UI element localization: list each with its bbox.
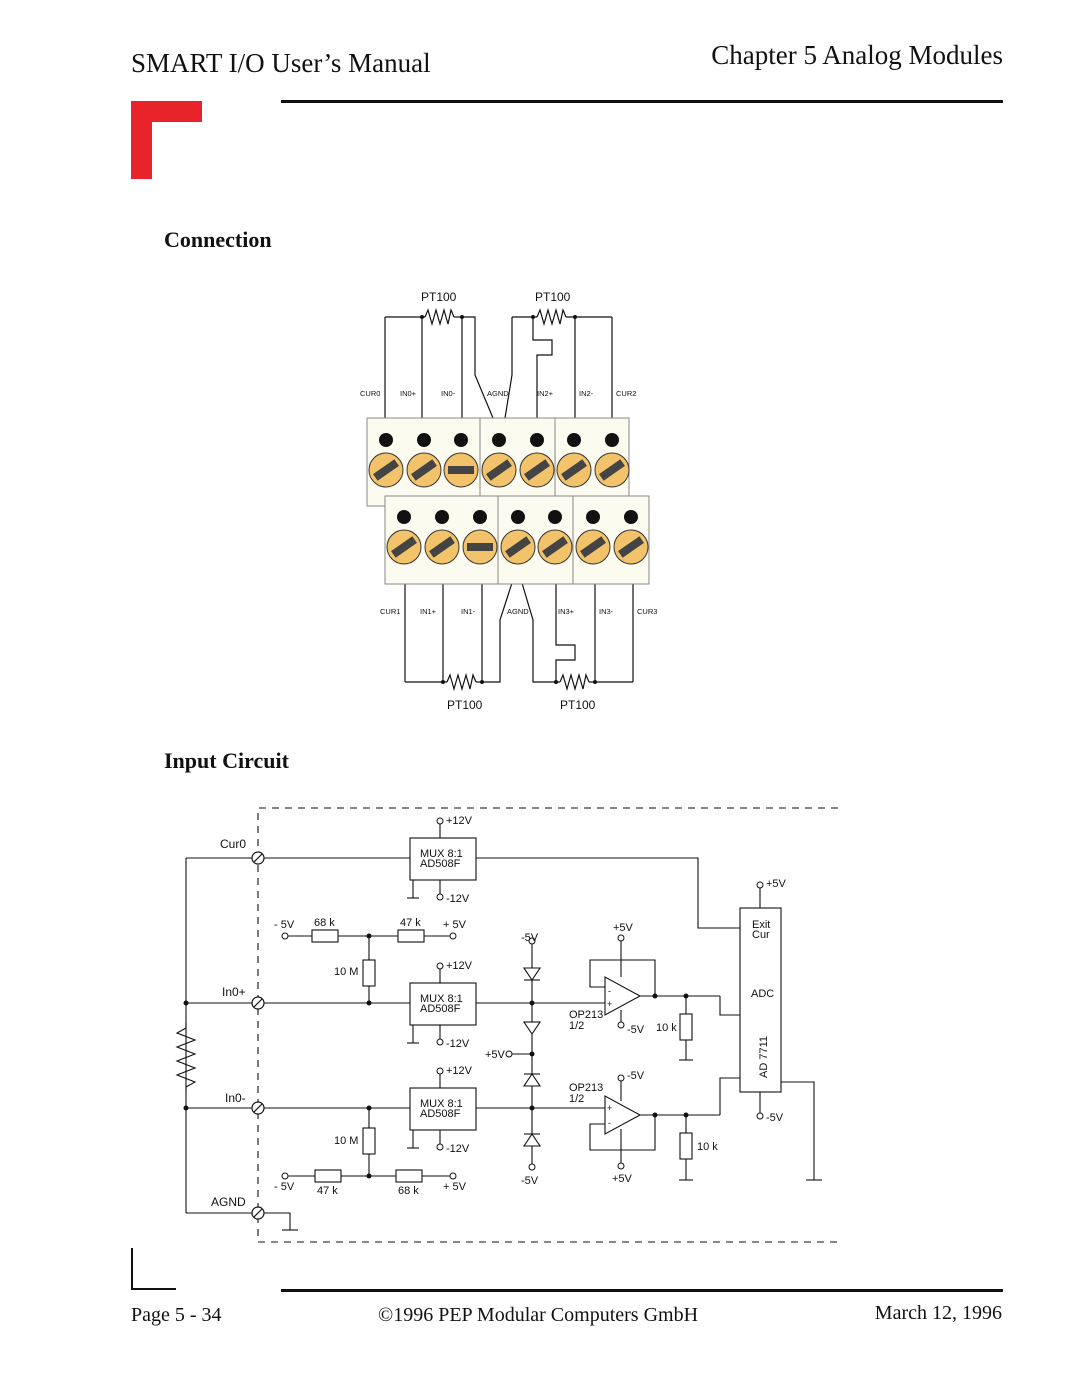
supply-label: -12V [446,893,470,905]
supply-label: +5V [613,922,634,934]
supply-label: + 5V [443,1181,467,1193]
pt100-label-top-right: PT100 [535,290,571,304]
opamp-minus: - [608,1118,611,1128]
mux-name-label: MUX 8:1 [420,848,463,860]
footer-date: March 12, 1996 [874,1302,1002,1324]
mux-name-label: MUX 8:1 [420,993,463,1005]
opamp-label: OP213 [569,1009,603,1021]
mux-part-label: AD508F [420,858,461,870]
mux-name-label: MUX 8:1 [420,1098,463,1110]
terminal-label: IN2+ [537,389,554,398]
supply-label: -5V [627,1024,645,1036]
adc-cur-label: Cur [752,929,770,941]
mux-part-label: AD508F [420,1003,461,1015]
opamp-plus: + [607,999,612,1009]
supply-label: +5V [612,1173,633,1185]
terminal-label: AGND [487,389,509,398]
cur0-label: Cur0 [220,837,246,851]
in0-minus-label: In0- [225,1091,246,1105]
terminal-label: IN3+ [558,607,575,616]
terminal-label: IN1+ [420,607,437,616]
header-rule [281,100,1003,103]
terminal-label: IN0+ [400,389,417,398]
pt100-label-bottom-left: PT100 [447,698,483,712]
supply-label: -12V [446,1143,470,1155]
resistor-label: 47 k [317,1185,338,1197]
resistor-label: 10 k [656,1022,677,1034]
supply-label: -12V [446,1038,470,1050]
terminal-label: AGND [507,607,529,616]
terminal-label: CUR1 [380,607,400,616]
terminal-label: IN2- [579,389,594,398]
adc-exit-label: Exit [752,919,770,931]
resistor-label: 47 k [400,917,421,929]
supply-label: - 5V [274,1181,295,1193]
supply-label: - 5V [274,919,295,931]
opamp-plus: + [607,1103,612,1113]
pt100-label-top-left: PT100 [421,290,457,304]
terminal-label: CUR3 [637,607,657,616]
resistor-label: 10 M [334,966,358,978]
supply-label: -5V [521,932,539,944]
footer-corner-horizontal [131,1288,176,1290]
opamp-half-label: 1/2 [569,1093,584,1105]
supply-label: +5V [766,878,787,890]
mux-part-label: AD508F [420,1108,461,1120]
footer-rule [281,1289,1003,1292]
resistor-label: 10 k [697,1141,718,1153]
terminal-label: IN0- [441,389,456,398]
supply-label: + 5V [443,919,467,931]
copyright: ©1996 PEP Modular Computers GmbH [378,1304,699,1326]
supply-label: -5V [521,1175,539,1187]
pt100-label-bottom-right: PT100 [560,698,596,712]
section-heading-input-circuit: Input Circuit [164,748,289,773]
terminal-label: IN3- [599,607,614,616]
section-heading-connection: Connection [164,227,272,252]
opamp-minus: - [608,986,611,996]
resistor-label: 10 M [334,1135,358,1147]
terminal-label: CUR0 [360,389,380,398]
opamp-half-label: 1/2 [569,1020,584,1032]
resistor-label: 68 k [314,917,335,929]
resistor-label: 68 k [398,1185,419,1197]
page-number: Page 5 - 34 [131,1304,222,1326]
supply-label: +12V [446,960,473,972]
supply-label: +12V [446,815,473,827]
agnd-label: AGND [211,1195,246,1209]
supply-label: +12V [446,1065,473,1077]
terminal-label: IN1- [461,607,476,616]
supply-label: -5V [766,1112,784,1124]
adc-label: ADC [751,988,774,1000]
supply-label: -5V [627,1070,645,1082]
red-corner-logo-horizontal [131,101,202,122]
footer-corner-vertical [131,1248,133,1290]
manual-title: SMART I/O User’s Manual [131,48,431,78]
in0-plus-label: In0+ [222,985,246,999]
opamp-label: OP213 [569,1082,603,1094]
adc-part-label: AD 7711 [758,1036,770,1078]
terminal-label: CUR2 [616,389,636,398]
supply-label: +5V [485,1049,506,1061]
chapter-title: Chapter 5 Analog Modules [711,40,1003,70]
